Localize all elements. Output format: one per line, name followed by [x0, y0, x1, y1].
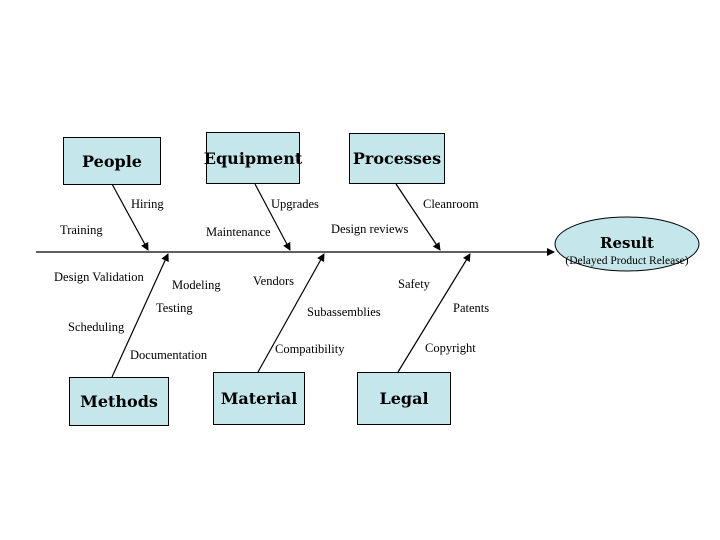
cause-hiring: Hiring: [131, 197, 164, 211]
result-title: Result: [600, 234, 654, 252]
cause-design-reviews: Design reviews: [331, 222, 409, 236]
cause-scheduling: Scheduling: [68, 320, 125, 334]
cause-documentation: Documentation: [130, 348, 208, 362]
equipment-box: Equipment: [204, 132, 302, 184]
people-box: People: [63, 137, 161, 185]
cause-cleanroom: Cleanroom: [423, 197, 479, 211]
people-bone: [111, 183, 149, 251]
cause-design-validation: Design Validation: [54, 270, 144, 284]
cause-maintenance: Maintenance: [206, 225, 271, 239]
cause-training: Training: [60, 223, 103, 237]
material-box: Material: [213, 372, 305, 425]
result-ellipse: [554, 216, 700, 272]
legal-bone: [397, 253, 471, 373]
cause-subassemblies: Subassemblies: [307, 305, 381, 319]
processes-box: Processes: [349, 133, 445, 184]
legal-box: Legal: [357, 372, 451, 425]
cause-safety: Safety: [398, 277, 430, 291]
cause-patents: Patents: [453, 301, 490, 315]
cause-modeling: Modeling: [172, 278, 221, 292]
cause-testing: Testing: [156, 301, 193, 315]
equipment-bone: [254, 183, 291, 251]
cause-vendors: Vendors: [253, 274, 294, 288]
material-bone: [257, 253, 325, 373]
result-subtitle: (Delayed Product Release): [565, 255, 689, 267]
cause-upgrades: Upgrades: [271, 197, 319, 211]
cause-compatibility: Compatibility: [275, 342, 345, 356]
methods-box: Methods: [69, 377, 169, 426]
processes-bone: [395, 183, 441, 251]
methods-bone: [111, 253, 169, 378]
cause-copyright: Copyright: [425, 341, 476, 355]
result-node: Result (Delayed Product Release): [554, 216, 700, 272]
